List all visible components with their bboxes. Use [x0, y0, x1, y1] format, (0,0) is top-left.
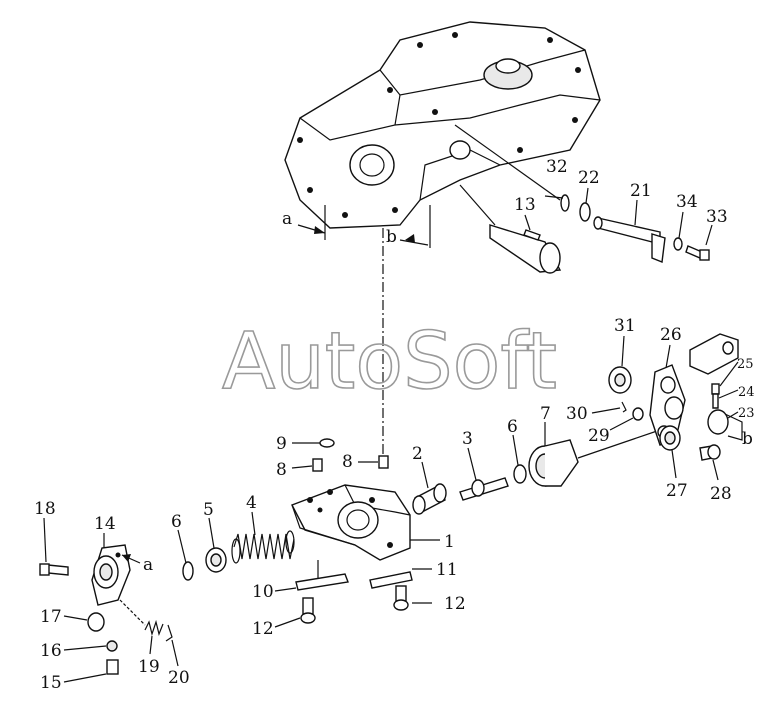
- section-marker-a-left: a: [121, 554, 153, 575]
- part-8-pin-a: [312, 458, 323, 472]
- part-27-bushing: [659, 425, 681, 451]
- callout-23: 23: [738, 406, 755, 421]
- part-28-pin: [699, 444, 721, 461]
- callout-3: 3: [462, 429, 473, 449]
- callout-11: 11: [436, 560, 458, 580]
- part-11-plate: [369, 571, 413, 589]
- svg-text:a: a: [143, 555, 153, 575]
- callout-14: 14: [94, 514, 116, 534]
- part-34-washer: [673, 237, 683, 251]
- callout-17: 17: [40, 607, 62, 627]
- part-7-sleeve: [528, 429, 661, 487]
- callout-10: 10: [252, 582, 274, 602]
- part-16-ball: [106, 640, 118, 652]
- part-25-24-bolt: [711, 383, 720, 409]
- callout-9: 9: [276, 434, 287, 454]
- part-21-lever-shaft: [593, 216, 666, 263]
- transmission-case: [284, 21, 601, 274]
- callout-26: 26: [660, 325, 682, 345]
- part-13-key: [523, 229, 541, 241]
- part-15-plug: [106, 659, 119, 675]
- part-29-washer: [632, 407, 644, 421]
- callout-19: 19: [138, 657, 160, 677]
- part-20-pin: [165, 624, 173, 642]
- part-30-cotter: [621, 401, 627, 413]
- svg-text:b: b: [386, 227, 397, 247]
- section-marker-a-top: a: [282, 205, 326, 240]
- part-9-plug: [319, 438, 335, 448]
- part-31-washer: [608, 366, 632, 394]
- callout-32: 32: [546, 157, 568, 177]
- leader-lines: [43, 187, 739, 683]
- part-6-ring-left: [182, 561, 194, 581]
- callout-25: 25: [737, 357, 754, 372]
- callout-28: 28: [710, 484, 732, 504]
- callout-12b: 12: [444, 594, 466, 614]
- callout-18: 18: [34, 499, 56, 519]
- part-19-spring: [119, 599, 164, 637]
- callout-33: 33: [706, 207, 728, 227]
- callout-21: 21: [630, 181, 652, 201]
- part-33-bolt: [685, 245, 710, 261]
- callout-15: 15: [40, 673, 62, 693]
- part-22-snap-ring: [579, 202, 591, 222]
- part-5-collar: [205, 547, 227, 573]
- part-4-spring: [231, 530, 295, 564]
- callout-30: 30: [566, 404, 588, 424]
- part-23-yoke: [707, 409, 743, 441]
- callout-8b: 8: [342, 452, 353, 472]
- callout-5: 5: [203, 500, 214, 520]
- part-18-bolt: [39, 563, 69, 576]
- callout-20: 20: [168, 668, 190, 688]
- section-marker-b-top: b: [386, 205, 431, 248]
- callout-22: 22: [578, 168, 600, 188]
- part-10-plate: [295, 560, 349, 591]
- callout-labels: 32 22 21 34 33 13 9 8 8 2 3 6 7 1 4 5 6 …: [34, 157, 755, 693]
- callout-29: 29: [588, 426, 610, 446]
- callout-1: 1: [444, 532, 455, 552]
- part-12-bolt-b: [393, 585, 409, 611]
- callout-8a: 8: [276, 460, 287, 480]
- callout-2: 2: [412, 444, 423, 464]
- part-8-pin-b: [378, 455, 389, 469]
- callout-34: 34: [676, 192, 698, 212]
- svg-text:a: a: [282, 209, 292, 229]
- callout-7: 7: [540, 404, 551, 424]
- callout-4: 4: [246, 493, 257, 513]
- callout-12a: 12: [252, 619, 274, 639]
- callout-31: 31: [614, 316, 636, 336]
- part-6-ring-right: [513, 464, 527, 484]
- watermark-text: AutoSoft: [222, 317, 557, 407]
- part-2-spool: [412, 483, 447, 515]
- part-1-valve-body: [291, 484, 440, 561]
- callout-6a: 6: [171, 512, 182, 532]
- part-32-ring: [560, 194, 570, 212]
- part-3-piston: [459, 477, 509, 501]
- svg-text:b: b: [742, 429, 753, 449]
- callout-27: 27: [666, 481, 688, 501]
- section-marker-b-right: b: [742, 429, 753, 449]
- callout-6b: 6: [507, 417, 518, 437]
- part-14-end-cover: [91, 544, 131, 606]
- part-17-bushing: [87, 612, 105, 632]
- callout-13: 13: [514, 195, 536, 215]
- callout-16: 16: [40, 641, 62, 661]
- part-12-bolt-a: [300, 597, 316, 624]
- part-clevis: [689, 333, 739, 375]
- callout-24: 24: [738, 385, 755, 400]
